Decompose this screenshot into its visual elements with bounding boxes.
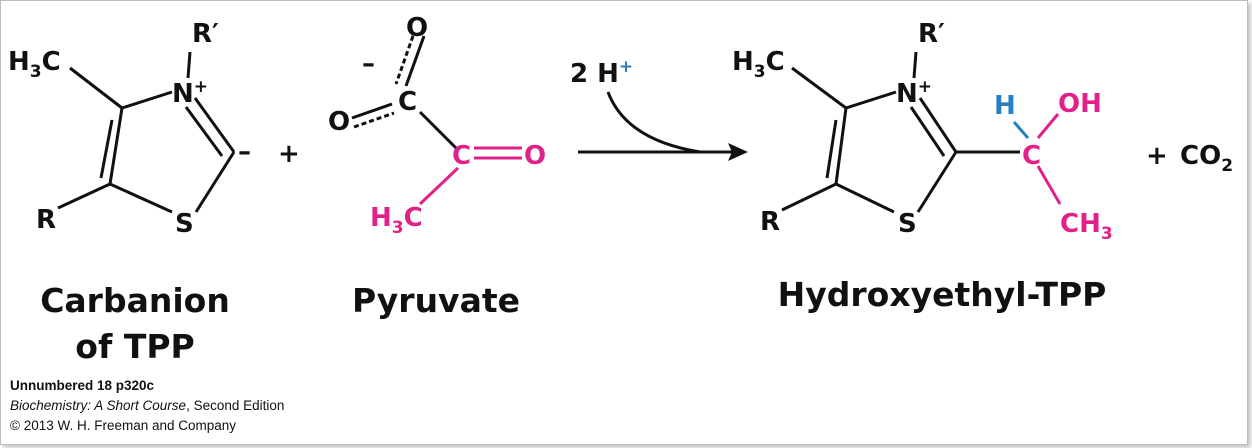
label-pyruvate: Pyruvate	[352, 281, 520, 320]
product-atoms: H3C R′ N+ R S H OH C CH3	[732, 19, 1113, 244]
figure-caption: Unnumbered 18 p320c Biochemistry: A Shor…	[10, 376, 284, 436]
arrow-head	[728, 143, 748, 161]
bond-s-c5	[109, 182, 173, 214]
atom-n: N+	[172, 77, 208, 109]
atom-n-p: N+	[896, 77, 932, 109]
bond-n-c2-b-p	[909, 106, 946, 157]
caption-id: Unnumbered 18 p320c	[10, 378, 155, 393]
bond-c-c	[418, 110, 460, 152]
bond-c4-c5-b-p	[825, 119, 838, 179]
bond-n-c2-a-p	[918, 97, 958, 153]
bond-c-o-top-a	[404, 35, 426, 87]
bond-s-c5-p	[835, 182, 895, 214]
atom-rprime-p: R′	[918, 19, 945, 49]
bond-methyl-p	[791, 66, 847, 110]
bond-c-h	[1012, 121, 1030, 139]
atom-o-left: O	[328, 107, 350, 137]
bond-c4-n	[121, 90, 173, 110]
label-carbanion-line1: Carbanion	[40, 281, 230, 320]
atom-o-keto: O	[524, 141, 546, 171]
atom-c-keto: C	[452, 141, 471, 171]
atom-rprime: R′	[192, 19, 219, 49]
caption-source: Biochemistry: A Short Course, Second Edi…	[10, 396, 284, 416]
atom-h-p: H	[994, 91, 1016, 121]
atom-s-p: S	[898, 209, 917, 239]
caption-edition: , Second Edition	[186, 398, 285, 413]
carbanion-charge: –	[238, 137, 251, 167]
plus-sign-1: +	[278, 139, 300, 169]
atom-oh-p: OH	[1058, 89, 1102, 119]
atom-c-side: C	[1022, 141, 1041, 171]
caption-book-title: Biochemistry: A Short Course	[10, 398, 187, 413]
label-hydroxyethyl-tpp: Hydroxyethyl-TPP	[778, 275, 1107, 314]
atom-s: S	[175, 209, 194, 239]
bond-c-o-left-b	[353, 111, 395, 129]
atom-o-top: O	[406, 13, 428, 43]
bond-n-rprime-p	[912, 51, 918, 79]
carbanion-structure	[57, 51, 236, 214]
bond-n-c2-a	[193, 97, 236, 153]
bond-c4-c5-a-p	[834, 107, 848, 185]
bond-c-ch3	[418, 166, 460, 206]
bond-c-ch3-p	[1036, 165, 1062, 205]
bond-c5-r-p	[781, 182, 837, 212]
carbanion-atoms: H3C R′ N+ R S –	[8, 19, 251, 239]
atom-ch3-p: CH3	[1060, 209, 1113, 244]
atom-r: R	[36, 205, 56, 235]
bond-c5-r	[57, 182, 111, 210]
bond-c4-n-p	[845, 90, 897, 110]
reaction-arrow: 2 H+	[570, 57, 748, 161]
co2-label: CO2	[1180, 141, 1233, 176]
label-carbanion-line2: of TPP	[75, 327, 194, 366]
atom-r-p: R	[760, 207, 780, 237]
bond-c2-s	[194, 151, 236, 213]
plus-sign-2: +	[1146, 141, 1168, 171]
bond-methyl	[69, 66, 123, 110]
atom-h3c-p: H3C	[732, 47, 785, 82]
caption-copyright: © 2013 W. H. Freeman and Company	[10, 418, 237, 433]
bond-n-rprime	[186, 51, 192, 79]
bond-c-oh	[1036, 113, 1060, 139]
pyruvate-atoms: O – O C C O H3C	[328, 13, 546, 238]
product-structure	[781, 51, 1062, 214]
pyruvate-structure	[351, 35, 522, 206]
carboxylate-charge: –	[362, 49, 375, 79]
bond-n-c2-b	[184, 106, 224, 157]
atom-h3c-pyr: H3C	[370, 203, 423, 238]
proton-label: 2 H+	[570, 57, 633, 89]
atom-h3c: H3C	[8, 47, 61, 82]
bond-c-o-left-a	[351, 102, 393, 120]
bond-c4-c5-a	[108, 107, 124, 185]
curved-arrow	[606, 91, 701, 154]
bond-c4-c5-b	[99, 119, 114, 179]
bond-c-o-top-b	[394, 35, 415, 85]
bond-c2-s-p	[916, 151, 958, 213]
atom-c-carboxyl: C	[398, 87, 417, 117]
